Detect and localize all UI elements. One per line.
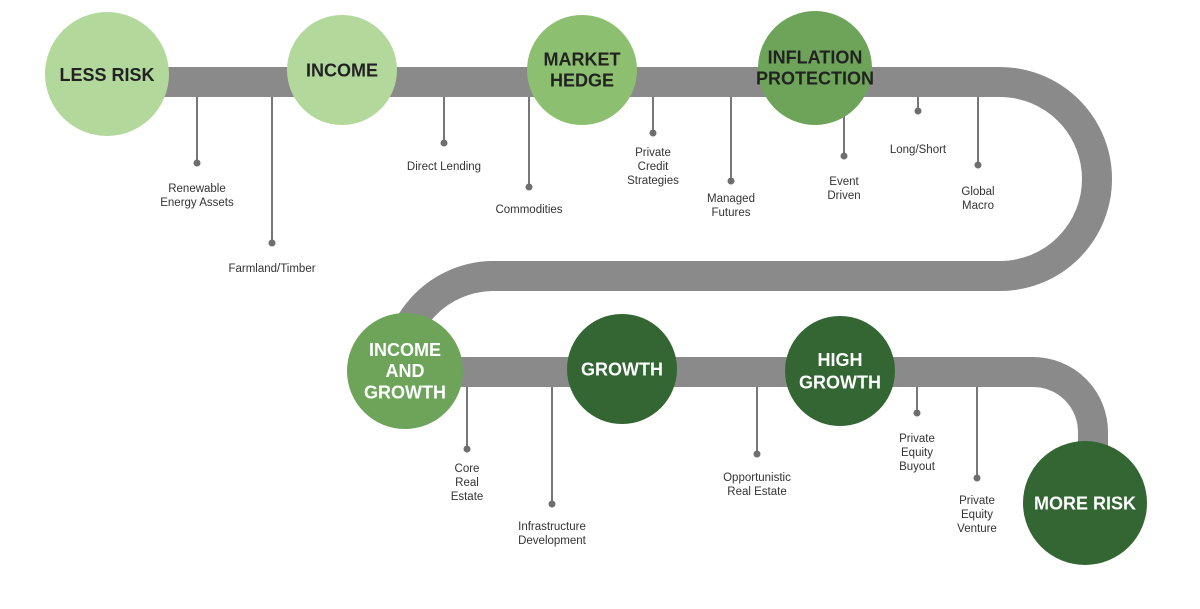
direct-lending-label: Direct Lending <box>407 161 481 173</box>
growth-stage: GROWTH <box>567 314 677 424</box>
long-short-dot <box>914 107 922 115</box>
direct-lending-dot <box>440 139 448 147</box>
inflation-protection-circle <box>758 11 872 125</box>
commodities-label: Commodities <box>495 204 562 216</box>
income-label: INCOME <box>306 60 378 80</box>
high-growth-circle <box>785 316 895 426</box>
growth-circle <box>567 314 677 424</box>
core-real-estate-dot <box>463 445 471 453</box>
private-equity-venture-dot <box>973 474 981 482</box>
farmland-timber-dot <box>268 239 276 247</box>
more-risk-label: MORE RISK <box>1034 493 1136 513</box>
less-risk-label: LESS RISK <box>59 65 154 85</box>
market-hedge-circle <box>527 15 637 125</box>
more-risk-circle <box>1023 441 1147 565</box>
private-credit-strategies-dot <box>649 129 657 137</box>
opportunistic-real-estate-dot <box>753 450 761 458</box>
global-macro-dot <box>974 161 982 169</box>
risk-path <box>60 67 1112 500</box>
asset-leader-lines <box>193 97 982 508</box>
infrastructure-development-dot <box>548 500 556 508</box>
more-risk-stage: MORE RISK <box>1023 441 1147 565</box>
income-circle <box>287 15 397 125</box>
renewable-energy-assets-dot <box>193 159 201 167</box>
growth-label: GROWTH <box>581 359 663 379</box>
less-risk-stage: LESS RISK <box>45 12 169 136</box>
event-driven-dot <box>840 152 848 160</box>
income-stage: INCOME <box>287 15 397 125</box>
long-short-label: Long/Short <box>890 144 947 156</box>
less-risk-circle <box>45 12 169 136</box>
farmland-timber-label: Farmland/Timber <box>228 263 315 275</box>
commodities-dot <box>525 183 533 191</box>
private-equity-buyout-dot <box>913 409 921 417</box>
income-and-growth-circle <box>347 313 463 429</box>
managed-futures-dot <box>727 177 735 185</box>
